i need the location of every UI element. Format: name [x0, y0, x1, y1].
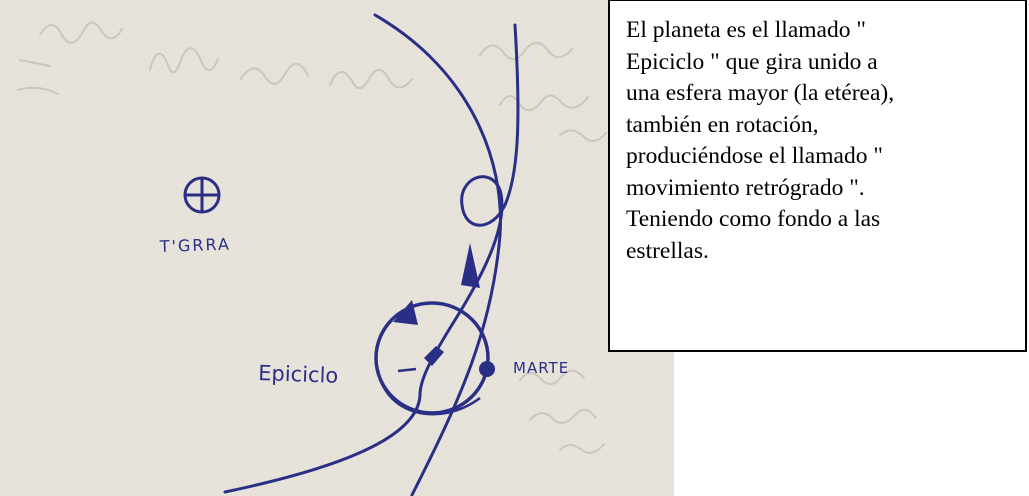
earth-label: T'GRRA — [158, 235, 231, 257]
path-arrow-icon — [461, 243, 480, 288]
retrograde-loop-path — [223, 23, 520, 494]
caption-box: El planeta es el llamado " Epiciclo " qu… — [608, 0, 1027, 352]
epicycle-center-mark — [424, 346, 444, 366]
caption-text: El planeta es el llamado " Epiciclo " qu… — [626, 17, 895, 264]
faint-background-writing — [17, 21, 607, 454]
epicycle-label: Epiciclo — [258, 361, 339, 388]
epicycle-circle-overstroke — [376, 369, 481, 416]
epicycle-leader-line — [397, 367, 417, 373]
epicycle-arrow-icon — [393, 300, 418, 325]
mars-dot — [479, 361, 495, 377]
epicycle-sketch: T'GRRA Epiciclo MARTE — [0, 0, 674, 496]
paper-background — [0, 0, 674, 496]
earth-symbol — [183, 176, 221, 214]
mars-label: MARTE — [513, 359, 569, 377]
